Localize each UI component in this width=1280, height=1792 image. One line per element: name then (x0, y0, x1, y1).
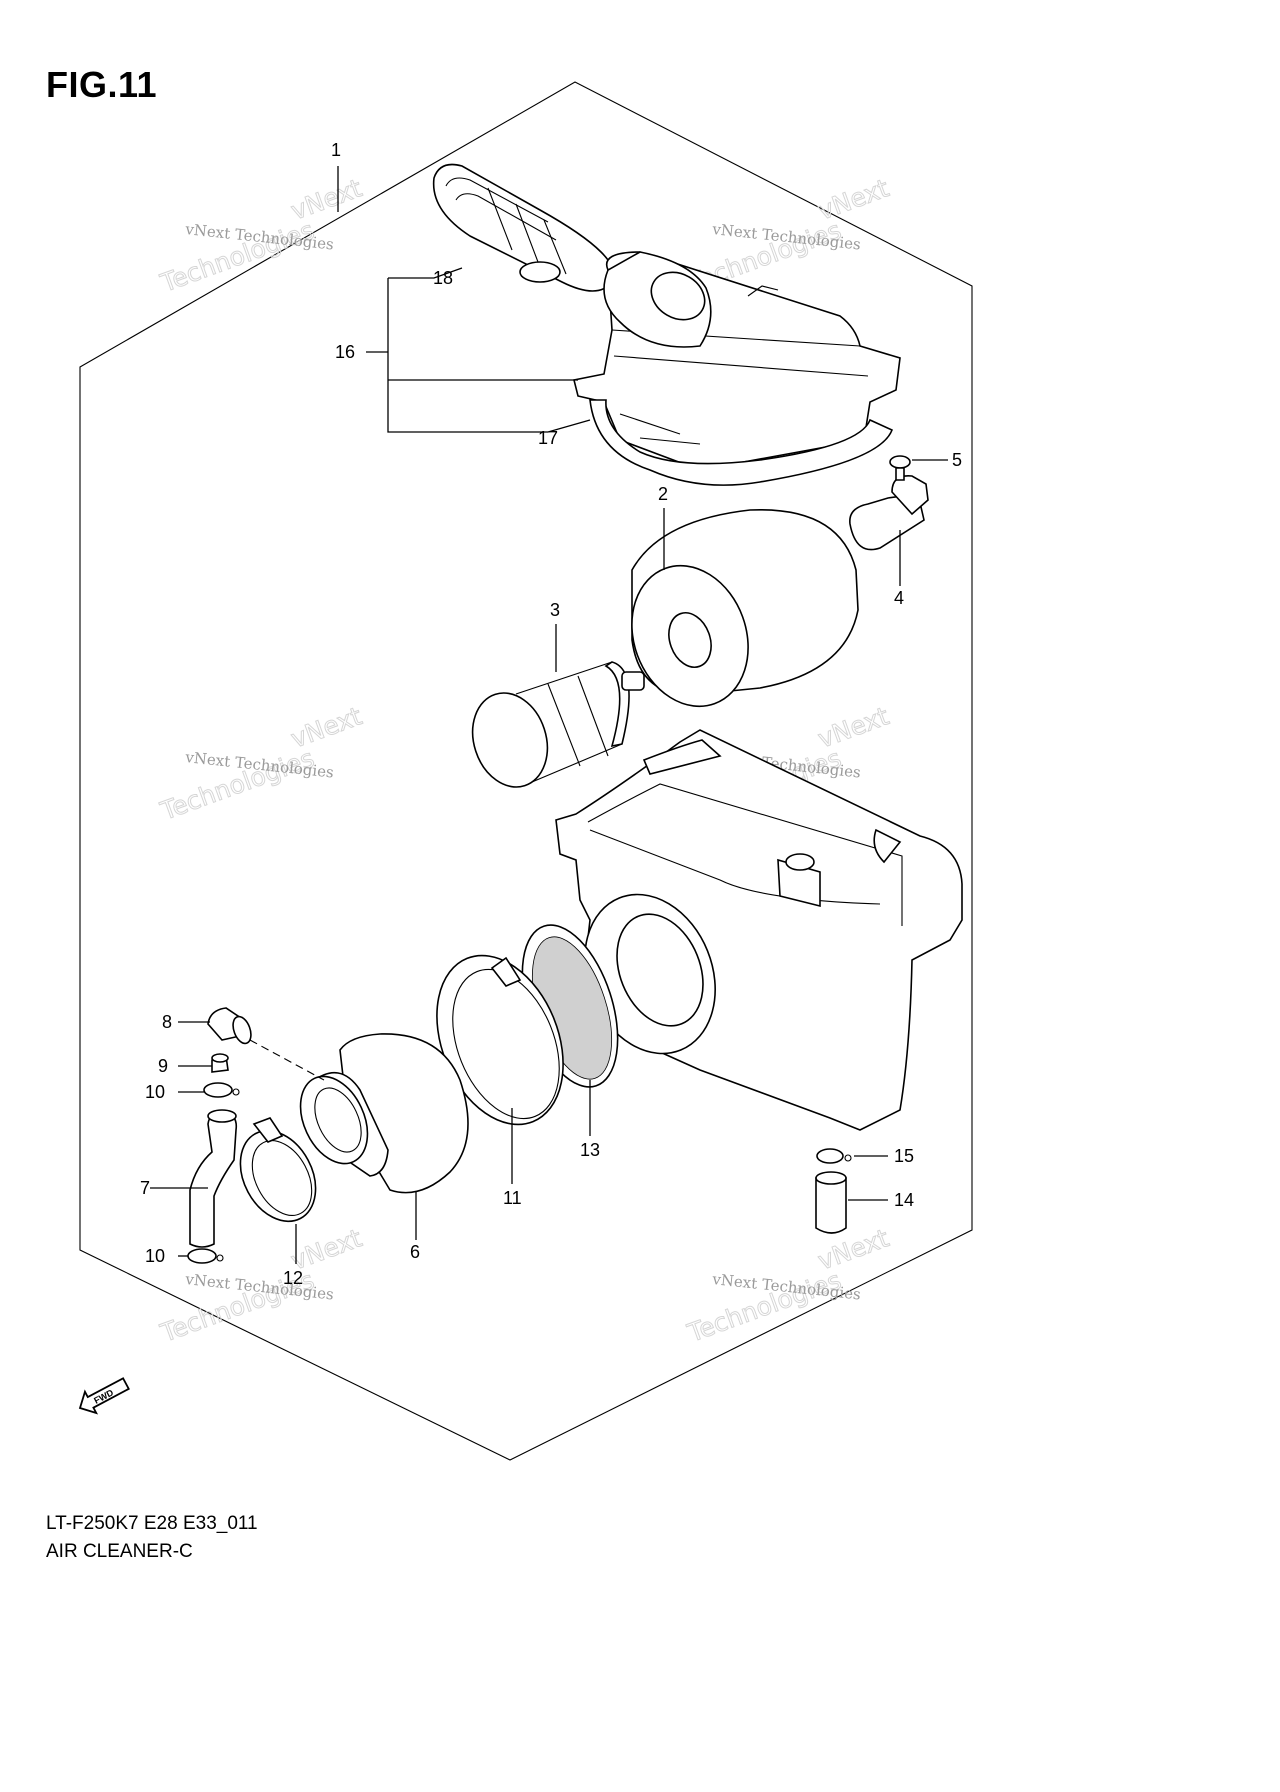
callout-4: 4 (894, 588, 904, 608)
callout-13: 13 (580, 1140, 600, 1160)
callout-7: 7 (140, 1178, 150, 1198)
callout-5: 5 (952, 450, 962, 470)
callout-labels: 1 2 3 4 5 6 7 8 9 10 10 11 12 13 14 15 1… (140, 140, 962, 1288)
callout-18: 18 (433, 268, 453, 288)
callout-12: 12 (283, 1268, 303, 1288)
leader-lines (150, 166, 948, 1264)
assembly-boundary (79, 81, 973, 1461)
callout-10-upper: 10 (145, 1082, 165, 1102)
assembly-dash-line (249, 1039, 325, 1081)
part-6-intake-boot (299, 1033, 469, 1194)
watermark-bottom-right: vNext Technologies vNext Technologies (683, 1223, 894, 1349)
part-9-cap (211, 1053, 229, 1073)
part-12-clamp (239, 1117, 317, 1223)
part-10-clip-lower (187, 1248, 224, 1264)
fwd-arrow-icon: FWD (78, 1377, 130, 1415)
part-16-case-cover (573, 251, 901, 471)
callout-10-lower: 10 (145, 1246, 165, 1266)
part-14-drain-plug (815, 1171, 847, 1234)
callout-9: 9 (158, 1056, 168, 1076)
part-2-filter-element (631, 508, 859, 708)
part-10-clip-upper (203, 1082, 240, 1098)
part-15-clip (816, 1148, 852, 1164)
part-8-elbow-fitting (207, 1007, 252, 1045)
part-17-gasket (589, 399, 894, 486)
callout-6: 6 (410, 1242, 420, 1262)
diagram-code: LT-F250K7 E28 E33_011 (46, 1513, 258, 1534)
watermark-mid-left: vNext Technologies vNext Technologies (156, 701, 367, 827)
diagram-name: AIR CLEANER-C (46, 1541, 193, 1562)
watermark-top-left: vNext Technologies vNext Technologies (156, 173, 367, 299)
part-18-intake-duct (432, 163, 615, 292)
part-5-screw (889, 455, 911, 481)
watermark-bottom-left: vNext Technologies vNext Technologies (156, 1223, 367, 1349)
callout-17: 17 (538, 428, 558, 448)
part-3-filter-frame (471, 661, 645, 788)
part-4-drain-valve (849, 475, 929, 551)
callout-15: 15 (894, 1146, 914, 1166)
callout-3: 3 (550, 600, 560, 620)
callout-16: 16 (335, 342, 355, 362)
callout-2: 2 (658, 484, 668, 504)
part-7-drain-hose (189, 1109, 238, 1248)
callout-14: 14 (894, 1190, 914, 1210)
air-cleaner-case (555, 729, 963, 1131)
figure-title: FIG.11 (46, 64, 158, 105)
part-11-clamp-ring (436, 954, 564, 1126)
callout-1: 1 (331, 140, 341, 160)
callout-11: 11 (503, 1188, 522, 1208)
callout-8: 8 (162, 1012, 172, 1032)
